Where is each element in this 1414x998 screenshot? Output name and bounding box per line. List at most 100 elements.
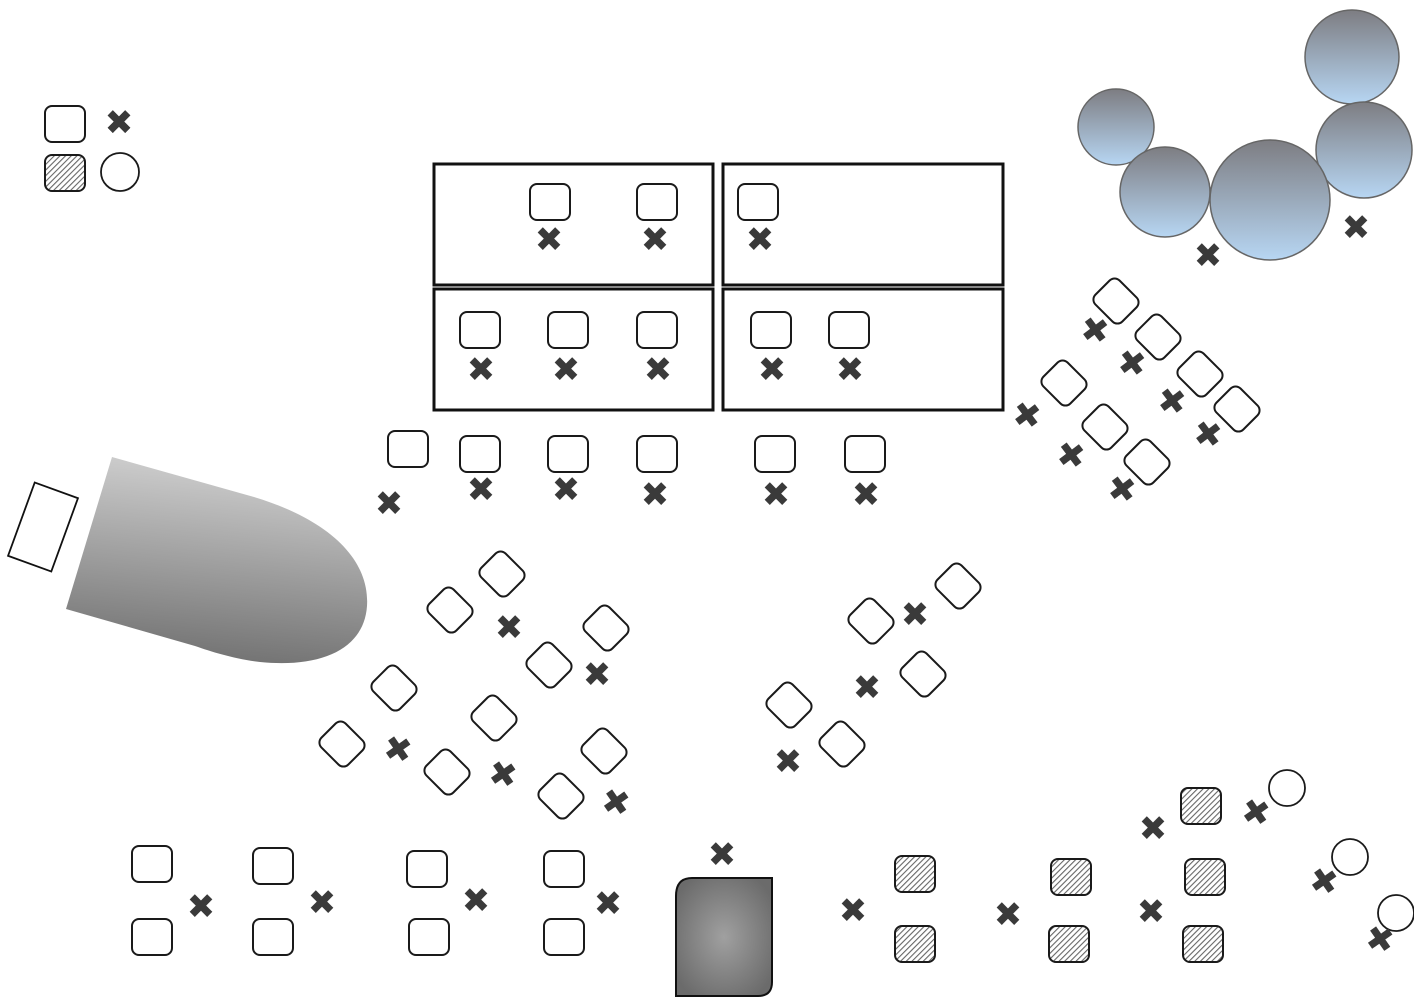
- desk[interactable]: [536, 771, 587, 822]
- desk[interactable]: [754, 435, 796, 473]
- reserved-desk[interactable]: [1050, 858, 1092, 896]
- desk[interactable]: [459, 435, 501, 473]
- desk[interactable]: [579, 726, 630, 777]
- person-x-icon: ✖: [380, 728, 415, 772]
- reserved-desk[interactable]: [894, 855, 936, 893]
- person-x-icon: ✖: [187, 887, 216, 927]
- desk[interactable]: [252, 847, 294, 885]
- person-x-icon: ✖: [1238, 791, 1273, 835]
- person-x-icon: ✖: [1078, 309, 1112, 353]
- person-x-icon: ✖: [552, 470, 581, 510]
- desk[interactable]: [636, 183, 678, 221]
- round-table-icon: [1209, 139, 1331, 261]
- person-x-icon: ✖: [708, 835, 737, 875]
- person-x-icon: ✖: [762, 475, 791, 515]
- desk[interactable]: [469, 693, 520, 744]
- desk[interactable]: [408, 918, 450, 956]
- desk[interactable]: [406, 850, 448, 888]
- desk[interactable]: [636, 435, 678, 473]
- reserved-desk[interactable]: [1182, 925, 1224, 963]
- person-x-icon: ✖: [1306, 860, 1341, 904]
- person-x-icon: ✖: [594, 884, 623, 924]
- desk[interactable]: [1133, 312, 1184, 363]
- meeting-room-3: [432, 287, 715, 412]
- person-x-icon: ✖: [853, 668, 882, 708]
- stool[interactable]: [1377, 894, 1414, 932]
- desk[interactable]: [387, 430, 429, 468]
- legend-reserved-desk-icon: [44, 154, 86, 192]
- meeting-rooms: [432, 162, 1005, 412]
- furniture-layer: [131, 183, 1414, 963]
- desk[interactable]: [529, 183, 571, 221]
- desk[interactable]: [1212, 384, 1263, 435]
- person-x-icon: ✖: [375, 484, 404, 524]
- desk[interactable]: [547, 311, 589, 349]
- desk[interactable]: [422, 747, 473, 798]
- reserved-desk[interactable]: [1048, 925, 1090, 963]
- desk[interactable]: [737, 183, 779, 221]
- desk[interactable]: [425, 585, 476, 636]
- legend-person-icon: ✖: [105, 103, 134, 143]
- person-x-icon: ✖: [1139, 809, 1168, 849]
- person-x-icon: ✖: [1191, 413, 1225, 457]
- person-x-icon: ✖: [746, 220, 775, 260]
- desk[interactable]: [1122, 437, 1173, 488]
- person-x-icon: ✖: [467, 470, 496, 510]
- desk[interactable]: [1091, 276, 1142, 327]
- person-x-icon: ✖: [839, 891, 868, 931]
- person-x-icon: ✖: [552, 350, 581, 390]
- reserved-desk[interactable]: [894, 925, 936, 963]
- desk[interactable]: [1039, 358, 1090, 409]
- person-x-icon: ✖: [583, 655, 612, 695]
- desk[interactable]: [581, 603, 632, 654]
- desk[interactable]: [764, 680, 815, 731]
- desk[interactable]: [933, 561, 984, 612]
- desk[interactable]: [477, 549, 528, 600]
- person-x-icon: ✖: [1105, 468, 1139, 512]
- desk[interactable]: [547, 435, 589, 473]
- desk[interactable]: [636, 311, 678, 349]
- entrance-pad-icon: [675, 877, 773, 997]
- desk[interactable]: [317, 719, 368, 770]
- round-table-icon: [1304, 9, 1400, 105]
- person-x-icon: ✖: [495, 608, 524, 648]
- person-x-icon: ✖: [774, 742, 803, 782]
- person-x-icon: ✖: [1010, 394, 1044, 438]
- legend-desk-icon: [44, 105, 86, 143]
- person-x-icon: ✖: [598, 781, 633, 825]
- desk[interactable]: [1080, 402, 1131, 453]
- desk[interactable]: [844, 435, 886, 473]
- person-x-icon: ✖: [758, 350, 787, 390]
- person-x-icon: ✖: [1362, 918, 1397, 962]
- stool[interactable]: [1331, 838, 1369, 876]
- desk[interactable]: [524, 640, 575, 691]
- person-x-icon: ✖: [901, 595, 930, 635]
- reserved-desk[interactable]: [1184, 858, 1226, 896]
- desk[interactable]: [846, 596, 897, 647]
- meeting-room-1: [432, 162, 715, 287]
- desk[interactable]: [543, 850, 585, 888]
- desk[interactable]: [828, 311, 870, 349]
- person-x-icon: ✖: [535, 220, 564, 260]
- person-x-icon: ✖: [467, 350, 496, 390]
- person-x-icon: ✖: [105, 103, 134, 143]
- desk[interactable]: [131, 845, 173, 883]
- entrance-frame: [6, 481, 80, 573]
- desk[interactable]: [459, 311, 501, 349]
- legend: ✖: [44, 103, 140, 192]
- desk[interactable]: [898, 649, 949, 700]
- people-layer: ✖✖✖✖✖✖✖✖✖✖✖✖✖✖✖✖✖✖✖✖✖✖✖✖✖✖✖✖✖✖✖✖✖✖✖✖✖✖✖✖…: [105, 103, 1398, 962]
- desk[interactable]: [131, 918, 173, 956]
- reserved-desk[interactable]: [1180, 787, 1222, 825]
- desk[interactable]: [750, 311, 792, 349]
- round-table-icon: [1077, 88, 1155, 166]
- stool[interactable]: [1268, 769, 1306, 807]
- desk[interactable]: [1175, 349, 1226, 400]
- person-x-icon: ✖: [1342, 208, 1371, 248]
- desk[interactable]: [369, 663, 420, 714]
- desk[interactable]: [252, 918, 294, 956]
- desk[interactable]: [543, 918, 585, 956]
- person-x-icon: ✖: [994, 895, 1023, 935]
- desk[interactable]: [817, 719, 868, 770]
